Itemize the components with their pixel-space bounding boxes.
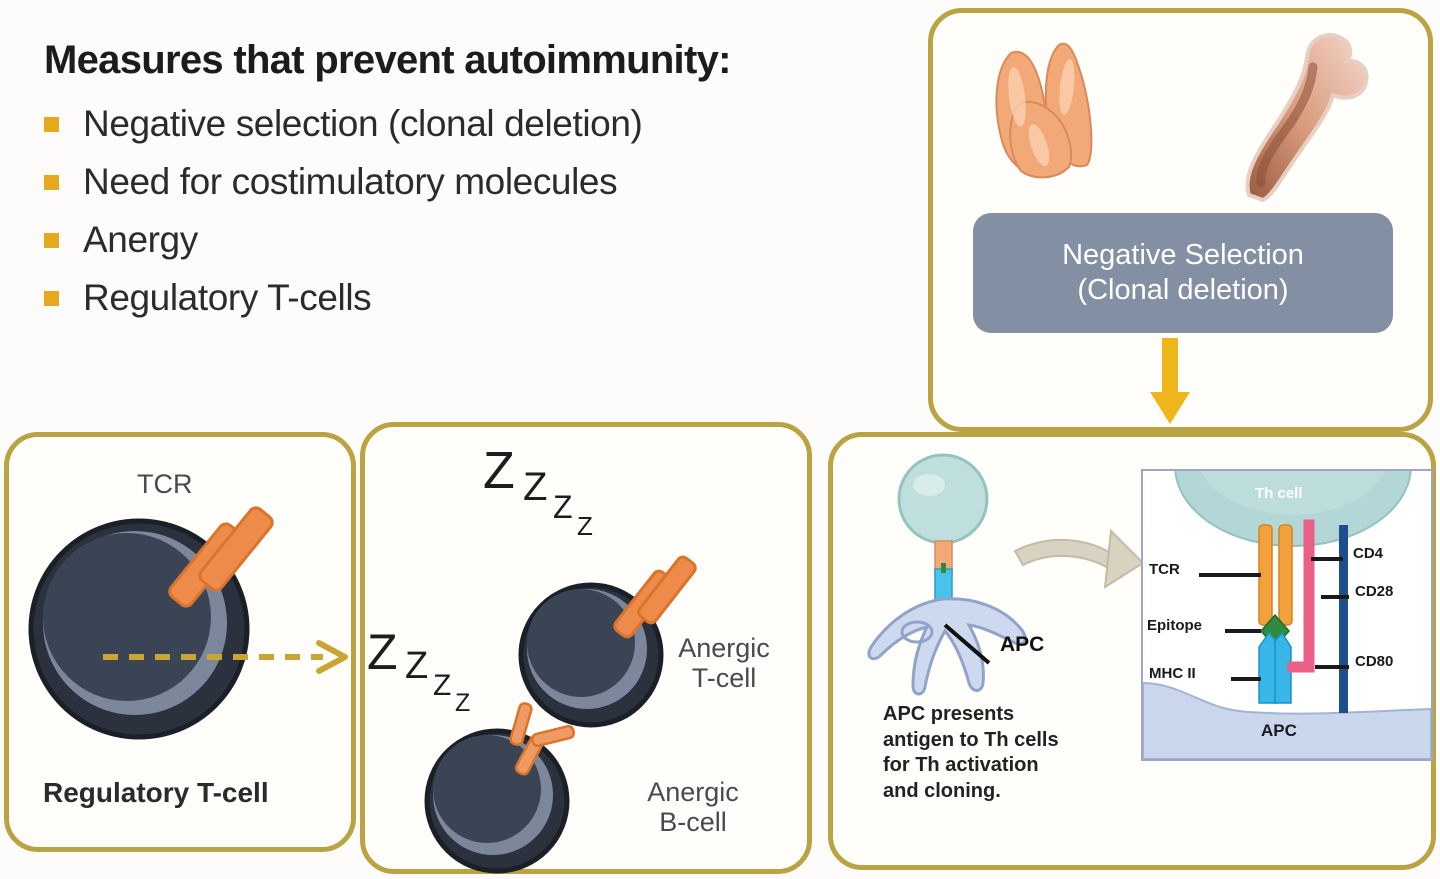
inset-label-th-cell: Th cell xyxy=(1255,485,1303,502)
neg-label-line1: Negative Selection xyxy=(1062,238,1304,271)
tcr-label: TCR xyxy=(137,469,193,499)
negative-selection-label: Negative Selection (Clonal deletion) xyxy=(973,213,1393,333)
snore-z: Z xyxy=(405,645,429,687)
apc-pointer-label: APC xyxy=(1000,633,1045,656)
bullet-item-regulatory-tcells: Regulatory T-cells xyxy=(44,277,914,319)
inset-label-cd4: CD4 xyxy=(1353,545,1384,562)
bullet-label: Anergy xyxy=(83,219,198,260)
anergic-bcell-line2: B-cell xyxy=(659,807,727,838)
apc-caption-line2: antigen to Th cells xyxy=(883,728,1059,751)
neg-label-line2: (Clonal deletion) xyxy=(1077,274,1289,306)
regulatory-tcell-panel: TCR Regulatory T-cell xyxy=(4,432,356,852)
synapse-diagram xyxy=(1143,471,1431,759)
bullet-label: Regulatory T-cells xyxy=(83,277,372,318)
negative-selection-panel: Negative Selection (Clonal deletion) xyxy=(928,8,1433,432)
snore-z: Z xyxy=(577,511,593,541)
inset-label-tcr: TCR xyxy=(1149,561,1180,578)
page-title: Measures that prevent autoimmunity: xyxy=(44,38,731,82)
anergic-bcell-illustration xyxy=(424,702,576,874)
bullet-square-icon xyxy=(44,232,59,248)
anergic-bcell-line1: Anergic xyxy=(647,777,739,807)
anergic-tcell-line1: Anergic xyxy=(678,633,770,663)
anergy-panel: Z Z Z Z Anergic T-cell Z Z Z Z xyxy=(360,422,812,874)
inset-label-mhc2: MHC II xyxy=(1149,665,1196,682)
snore-zzz-lower: Z Z Z Z xyxy=(367,623,507,733)
apc-presentation-panel: APC APC presents antigen to Th cells for… xyxy=(828,432,1436,870)
bullet-item-costimulatory: Need for costimulatory molecules xyxy=(44,161,914,203)
inset-label-cd80: CD80 xyxy=(1355,653,1394,670)
bullet-label: Need for costimulatory molecules xyxy=(83,161,618,202)
down-arrow-icon xyxy=(1150,338,1190,424)
inset-label-apc: APC xyxy=(1261,721,1297,740)
snore-z: Z xyxy=(455,689,471,717)
bullet-square-icon xyxy=(44,290,59,306)
snore-zzz-upper: Z Z Z Z xyxy=(483,441,623,551)
regulatory-tcell-label: Regulatory T-cell xyxy=(43,777,269,808)
synapse-inset: TCR Epitope MHC II CD4 CD28 CD80 Th cell… xyxy=(1141,469,1433,761)
bullet-square-icon xyxy=(44,116,59,132)
anergic-tcell-label: Anergic T-cell xyxy=(649,633,799,693)
thymus-icon xyxy=(995,42,1093,179)
inset-label-cd28: CD28 xyxy=(1355,583,1394,600)
regulatory-tcell-illustration xyxy=(28,506,348,740)
snore-z: Z xyxy=(367,624,398,680)
snore-z: Z xyxy=(433,669,452,702)
apc-dendritic-cell-illustration xyxy=(867,453,1143,696)
measures-text-block: Measures that prevent autoimmunity: Nega… xyxy=(44,38,914,335)
bone-marrow-icon xyxy=(1245,33,1369,202)
apc-caption-line4: and cloning. xyxy=(883,779,1001,802)
snore-z: Z xyxy=(553,489,573,525)
apc-caption: APC presents antigen to Th cells for Th … xyxy=(883,702,1059,804)
th-cell-sphere xyxy=(897,453,989,545)
bullet-square-icon xyxy=(44,174,59,190)
bullet-item-negative-selection: Negative selection (clonal deletion) xyxy=(44,103,914,145)
snore-z: Z xyxy=(523,465,548,509)
bullet-item-anergy: Anergy xyxy=(44,219,914,261)
bullet-label: Negative selection (clonal deletion) xyxy=(83,103,643,144)
apc-caption-line1: APC presents xyxy=(883,703,1015,725)
anergic-tcell-line2: T-cell xyxy=(691,663,757,694)
snore-z: Z xyxy=(483,442,515,500)
inset-label-epitope: Epitope xyxy=(1147,617,1202,634)
anergic-bcell-label: Anergic B-cell xyxy=(613,777,773,837)
apc-caption-line3: for Th activation xyxy=(883,754,1039,777)
anergic-tcell-illustration xyxy=(518,555,697,728)
